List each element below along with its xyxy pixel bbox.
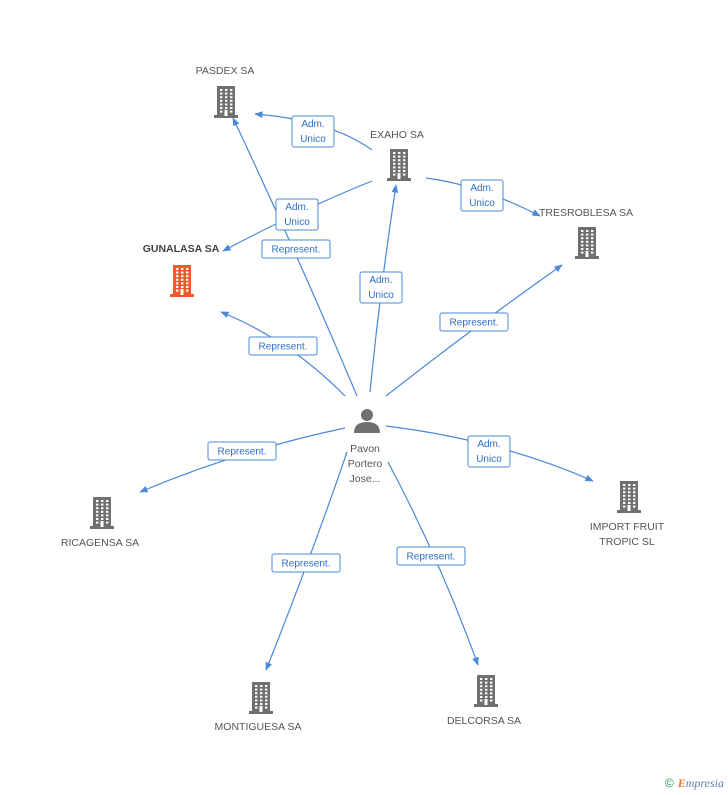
company-label-line: TROPIC SL bbox=[599, 536, 655, 548]
company-node-gunalasa[interactable]: GUNALASA SA bbox=[143, 243, 220, 297]
building-icon[interactable] bbox=[170, 265, 194, 297]
edge-label-person-exaho[interactable]: Adm. Unico bbox=[359, 271, 403, 304]
edge-label-text-line: Adm. bbox=[369, 275, 392, 286]
edge-label-text-line: Represent. bbox=[407, 552, 456, 563]
person-icon[interactable] bbox=[354, 409, 380, 433]
company-label-line: DELCORSA SA bbox=[447, 715, 521, 727]
edge-label-box[interactable] bbox=[275, 198, 319, 231]
edge-label-text-line: Adm. bbox=[301, 119, 324, 130]
building-icon[interactable] bbox=[90, 497, 114, 529]
company-node-montiguesa[interactable]: MONTIGUESA SA bbox=[215, 682, 302, 733]
company-node-import_fruit[interactable]: IMPORT FRUIT TROPIC SL bbox=[590, 481, 665, 548]
edge-label-exaho-pasdex[interactable]: Adm. Unico bbox=[291, 115, 335, 148]
edge-label-box[interactable] bbox=[271, 553, 341, 573]
edge-label-text: Adm. Unico bbox=[476, 439, 502, 465]
company-label: DELCORSA SA bbox=[447, 715, 521, 727]
company-node-pasdex[interactable]: PASDEX SA bbox=[196, 65, 255, 118]
copyright-icon: © bbox=[664, 776, 674, 790]
edge-label-text: Represent. bbox=[218, 447, 267, 458]
building-icon[interactable] bbox=[474, 675, 498, 707]
company-label: RICAGENSA SA bbox=[61, 537, 139, 549]
edge-label-text-line: Adm. bbox=[285, 202, 308, 213]
edge-label-text-line: Unico bbox=[368, 290, 394, 301]
edge-label-text: Represent. bbox=[282, 559, 331, 570]
edge-label-box[interactable] bbox=[439, 312, 509, 332]
edge-label-person-pasdex[interactable]: Represent. bbox=[261, 239, 331, 259]
company-label-line: GUNALASA SA bbox=[143, 243, 220, 255]
edge-label-person-tresroblesa[interactable]: Represent. bbox=[439, 312, 509, 332]
brand-footer: ©Empresia bbox=[665, 776, 724, 791]
edge-label-exaho-gunalasa[interactable]: Adm. Unico bbox=[275, 198, 319, 231]
edge-label-text: Adm. Unico bbox=[284, 202, 310, 228]
edge-label-exaho-tresroblesa[interactable]: Adm. Unico bbox=[460, 179, 504, 212]
edge-label-box[interactable] bbox=[359, 271, 403, 304]
edge-label-box[interactable] bbox=[207, 441, 277, 461]
edge-label-person-delcorsa[interactable]: Represent. bbox=[396, 546, 466, 566]
company-label: TRESROBLESA SA bbox=[539, 207, 633, 219]
empresia-logo: Empresia bbox=[677, 776, 724, 790]
company-node-ricagensa[interactable]: RICAGENSA SA bbox=[61, 497, 139, 549]
edge-label-box[interactable] bbox=[467, 435, 511, 468]
building-icon[interactable] bbox=[617, 481, 641, 513]
edge-label-box[interactable] bbox=[248, 336, 318, 356]
edge-label-box[interactable] bbox=[396, 546, 466, 566]
edge-label-text: Adm. Unico bbox=[368, 275, 394, 301]
person-name-line: Portero bbox=[348, 458, 383, 470]
edge-label-text: Represent. bbox=[259, 342, 308, 353]
company-label-line: MONTIGUESA SA bbox=[215, 721, 302, 733]
edge-label-text-line: Represent. bbox=[282, 559, 331, 570]
company-label: PASDEX SA bbox=[196, 65, 255, 77]
company-label-line: PASDEX SA bbox=[196, 65, 255, 77]
company-label-line: EXAHO SA bbox=[370, 129, 424, 141]
company-node-delcorsa[interactable]: DELCORSA SA bbox=[447, 675, 521, 727]
company-node-exaho[interactable]: EXAHO SA bbox=[370, 129, 424, 181]
edge-label-text: Represent. bbox=[450, 318, 499, 329]
building-icon[interactable] bbox=[575, 227, 599, 259]
company-node-tresroblesa[interactable]: TRESROBLESA SA bbox=[539, 207, 633, 259]
person-name-line: Jose... bbox=[350, 473, 381, 485]
building-icon[interactable] bbox=[214, 86, 238, 118]
edge-label-text-line: Adm. bbox=[470, 183, 493, 194]
edge-label-text-line: Unico bbox=[469, 198, 495, 209]
edge-label-person-ricagensa[interactable]: Represent. bbox=[207, 441, 277, 461]
edge-label-box[interactable] bbox=[261, 239, 331, 259]
edge-label-box[interactable] bbox=[291, 115, 335, 148]
company-label-line: RICAGENSA SA bbox=[61, 537, 139, 549]
edge-label-person-gunalasa[interactable]: Represent. bbox=[248, 336, 318, 356]
edge-label-text-line: Represent. bbox=[272, 245, 321, 256]
edge-label-text-line: Adm. bbox=[477, 439, 500, 450]
edge-label-text-line: Unico bbox=[476, 454, 502, 465]
edge-label-text-line: Represent. bbox=[450, 318, 499, 329]
edge-label-text: Adm. Unico bbox=[469, 183, 495, 209]
company-label-line: IMPORT FRUIT bbox=[590, 521, 665, 533]
edge-label-text-line: Unico bbox=[284, 217, 310, 228]
edge-label-text-line: Represent. bbox=[218, 447, 267, 458]
edge-label-text: Represent. bbox=[407, 552, 456, 563]
edge-label-box[interactable] bbox=[460, 179, 504, 212]
company-label-line: TRESROBLESA SA bbox=[539, 207, 633, 219]
building-icon[interactable] bbox=[387, 149, 411, 181]
company-label: MONTIGUESA SA bbox=[215, 721, 302, 733]
edge-label-text: Represent. bbox=[272, 245, 321, 256]
building-icon[interactable] bbox=[249, 682, 273, 714]
edge-label-person-import_fruit[interactable]: Adm. Unico bbox=[467, 435, 511, 468]
edge-label-text-line: Unico bbox=[300, 134, 326, 145]
company-label: GUNALASA SA bbox=[143, 243, 220, 255]
edge-label-text-line: Represent. bbox=[259, 342, 308, 353]
company-label: EXAHO SA bbox=[370, 129, 424, 141]
person-name-line: Pavon bbox=[350, 443, 380, 455]
edge-label-person-montiguesa[interactable]: Represent. bbox=[271, 553, 341, 573]
company-label: IMPORT FRUIT TROPIC SL bbox=[590, 521, 665, 548]
edge-label-text: Adm. Unico bbox=[300, 119, 326, 145]
